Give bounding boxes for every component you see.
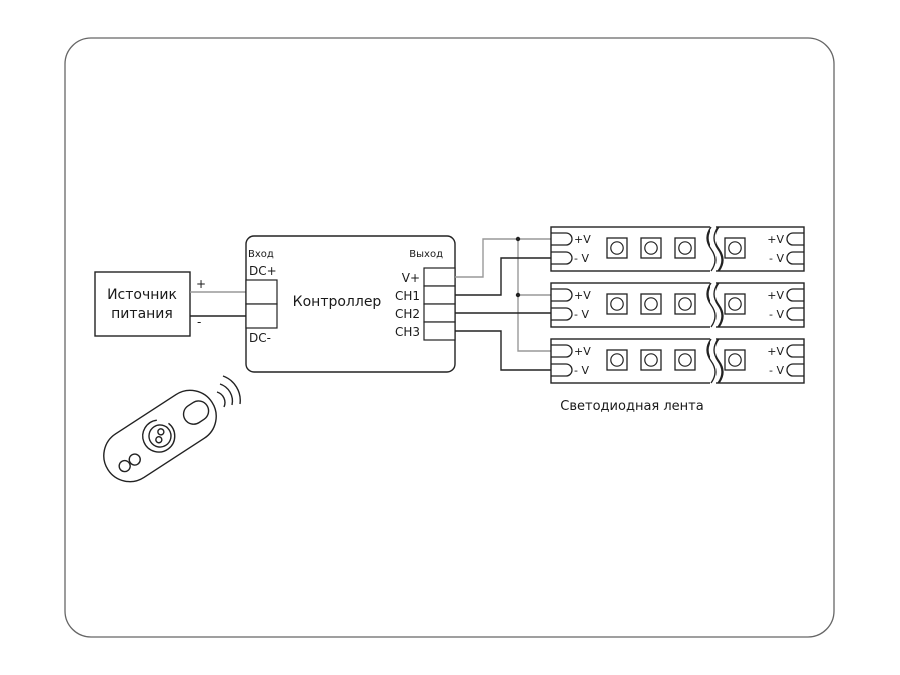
plus-label: +	[196, 277, 206, 291]
led-chip	[606, 349, 628, 371]
led-strip-1: +V +V - V - V	[550, 226, 805, 272]
dc-minus-label: DC-	[249, 331, 271, 345]
led-lens	[678, 353, 692, 367]
remote-dial-ring	[142, 419, 176, 453]
remote-body	[103, 389, 217, 483]
led-lens	[728, 297, 742, 311]
output-ch1-label: CH1	[395, 289, 420, 303]
minus-connector-right	[786, 363, 804, 377]
remote-control	[103, 375, 241, 483]
remote-dial-dot-2	[157, 428, 165, 436]
input-terminal-plus	[245, 279, 278, 305]
led-chip	[640, 237, 662, 259]
strip-plus-label-right: +V	[767, 345, 784, 358]
remote-dial-dot-1	[155, 436, 163, 444]
led-chip	[606, 237, 628, 259]
led-lens	[644, 241, 658, 255]
plus-connector-left	[551, 344, 573, 358]
led-lens	[728, 353, 742, 367]
led-chip	[674, 293, 696, 315]
led-lens	[610, 353, 624, 367]
strip-plus-label-left: +V	[574, 233, 591, 246]
output-ch3-label: CH3	[395, 325, 420, 339]
led-lens	[728, 241, 742, 255]
output-terminal-vplus	[423, 267, 456, 287]
led-chip	[674, 349, 696, 371]
strip-minus-label-left: - V	[574, 308, 589, 321]
signal-wave-1	[216, 391, 226, 408]
wire-ch1	[455, 257, 553, 296]
strip-plus-label-left: +V	[574, 289, 591, 302]
strip-plus-label-left: +V	[574, 345, 591, 358]
controller: Вход DC+ DC- Контроллер Выход V+ CH1 CH2…	[245, 235, 456, 373]
led-lens	[678, 297, 692, 311]
strip-minus-label-left: - V	[574, 252, 589, 265]
remote-button-2	[118, 459, 131, 473]
strip-plus-label-right: +V	[767, 233, 784, 246]
plus-connector-right	[786, 344, 804, 358]
minus-connector-left	[551, 251, 573, 265]
plus-connector-right	[786, 288, 804, 302]
led-chip	[724, 237, 746, 259]
strip-minus-label-right: - V	[769, 308, 784, 321]
led-chip	[606, 293, 628, 315]
power-supply-label-2: питания	[111, 306, 173, 322]
wire-vplus-bus	[517, 239, 553, 352]
output-ch2-label: CH2	[395, 307, 420, 321]
signal-wave-2	[219, 383, 234, 406]
minus-connector-right	[786, 307, 804, 321]
plus-connector-left	[551, 232, 573, 246]
minus-label: -	[197, 315, 201, 329]
led-lens	[610, 297, 624, 311]
frame	[64, 37, 835, 638]
output-terminal-ch3	[423, 321, 456, 341]
signal-wave-3	[222, 375, 241, 405]
led-lens	[610, 241, 624, 255]
led-lens	[644, 353, 658, 367]
junction-dot-2	[515, 292, 521, 298]
output-vplus-label: V+	[402, 271, 420, 285]
led-chip	[640, 293, 662, 315]
power-supply-label-1: Источник	[107, 287, 177, 303]
led-chip	[724, 349, 746, 371]
input-label: Вход	[248, 249, 274, 260]
plus-connector-right	[786, 232, 804, 246]
output-wiring	[455, 236, 553, 371]
output-terminal-ch2	[423, 303, 456, 323]
remote-dial-inner	[148, 424, 172, 448]
led-chip	[724, 293, 746, 315]
led-lens	[678, 241, 692, 255]
led-chip	[640, 349, 662, 371]
input-terminal-minus	[245, 303, 278, 329]
strip-minus-label-right: - V	[769, 252, 784, 265]
strip-minus-label-right: - V	[769, 364, 784, 377]
strip-plus-label-right: +V	[767, 289, 784, 302]
minus-connector-left	[551, 307, 573, 321]
plus-connector-left	[551, 288, 573, 302]
output-label: Выход	[409, 249, 443, 260]
strip-minus-label-left: - V	[574, 364, 589, 377]
power-supply: Источник питания + -	[94, 271, 206, 337]
led-strip-3: +V +V - V - V	[550, 338, 805, 384]
dc-plus-label: DC+	[249, 264, 277, 278]
strip-caption: Светодиодная лента	[560, 399, 703, 414]
led-chip	[674, 237, 696, 259]
remote-top-button	[182, 400, 210, 425]
led-lens	[644, 297, 658, 311]
wire-ch3	[455, 330, 553, 371]
controller-title: Контроллер	[293, 294, 382, 310]
minus-connector-left	[551, 363, 573, 377]
led-strips: +V +V - V - V +V +V - V - V +V +V - V - V	[550, 226, 805, 384]
junction-dot-1	[515, 236, 521, 242]
led-strip-2: +V +V - V - V	[550, 282, 805, 328]
minus-connector-right	[786, 251, 804, 265]
remote-button-1	[128, 453, 141, 466]
output-terminal-ch1	[423, 285, 456, 305]
